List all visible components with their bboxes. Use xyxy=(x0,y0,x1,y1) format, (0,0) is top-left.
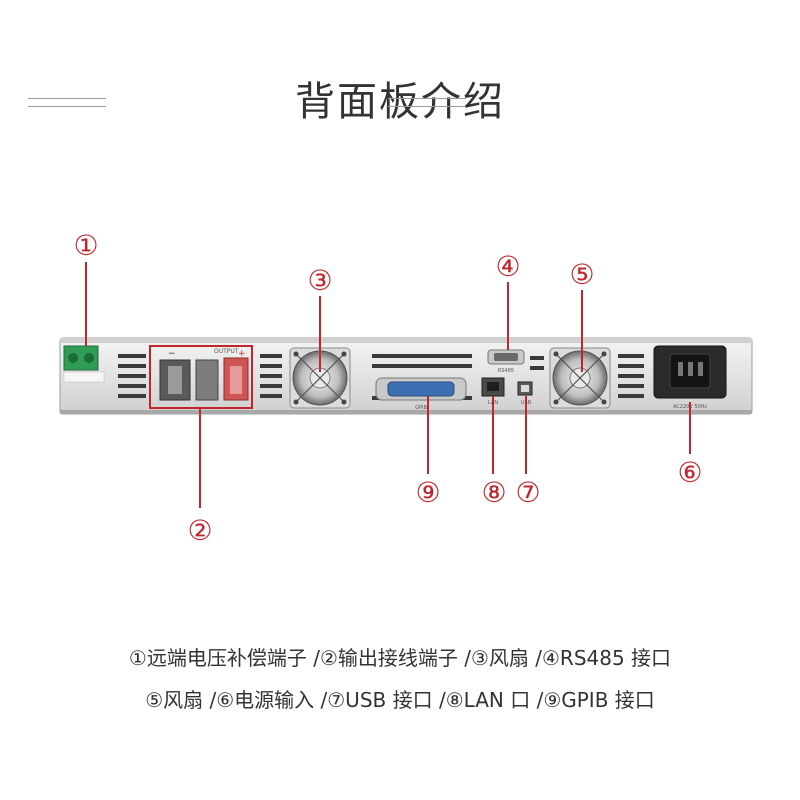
title-rule-left xyxy=(28,98,106,107)
title-rule-right xyxy=(388,98,466,107)
callout-labels: ① ② ③ ④ ⑤ ⑥ ⑦ ⑧ ⑨ xyxy=(73,229,702,547)
fan-right xyxy=(549,347,611,409)
legend-line-1: ①远端电压补偿端子 /②输出接线端子 /③风扇 /④RS485 接口 xyxy=(128,646,672,670)
rs485-label: RS485 xyxy=(498,368,514,374)
callout-4: ④ xyxy=(495,250,520,283)
callout-6: ⑥ xyxy=(677,456,702,489)
callout-8: ⑧ xyxy=(481,476,506,509)
gpib-label: GPIB xyxy=(415,405,427,411)
remote-sense-terminal xyxy=(63,345,105,383)
callout-1: ① xyxy=(73,229,98,262)
legend-line-2: ⑤风扇 /⑥电源输入 /⑦USB 接口 /⑧LAN 口 /⑨GPIB 接口 xyxy=(145,688,655,712)
callout-9: ⑨ xyxy=(415,476,440,509)
minus-label: − xyxy=(168,349,176,359)
output-terminals: OUTPUT − + xyxy=(149,345,253,409)
page-title: 背面板介绍 xyxy=(295,79,505,125)
title-block: 背面板介绍 xyxy=(0,72,800,132)
gpib-connector: GPIB xyxy=(375,377,467,411)
rs485-connector: RS485 xyxy=(487,349,525,374)
callout-3: ③ xyxy=(307,264,332,297)
callout-5: ⑤ xyxy=(569,258,594,291)
fan-left xyxy=(289,347,351,409)
plus-label: + xyxy=(238,349,246,359)
output-label: OUTPUT xyxy=(214,348,239,355)
callout-2: ② xyxy=(187,514,212,547)
callout-7: ⑦ xyxy=(515,476,540,509)
leader-lines xyxy=(85,262,691,508)
